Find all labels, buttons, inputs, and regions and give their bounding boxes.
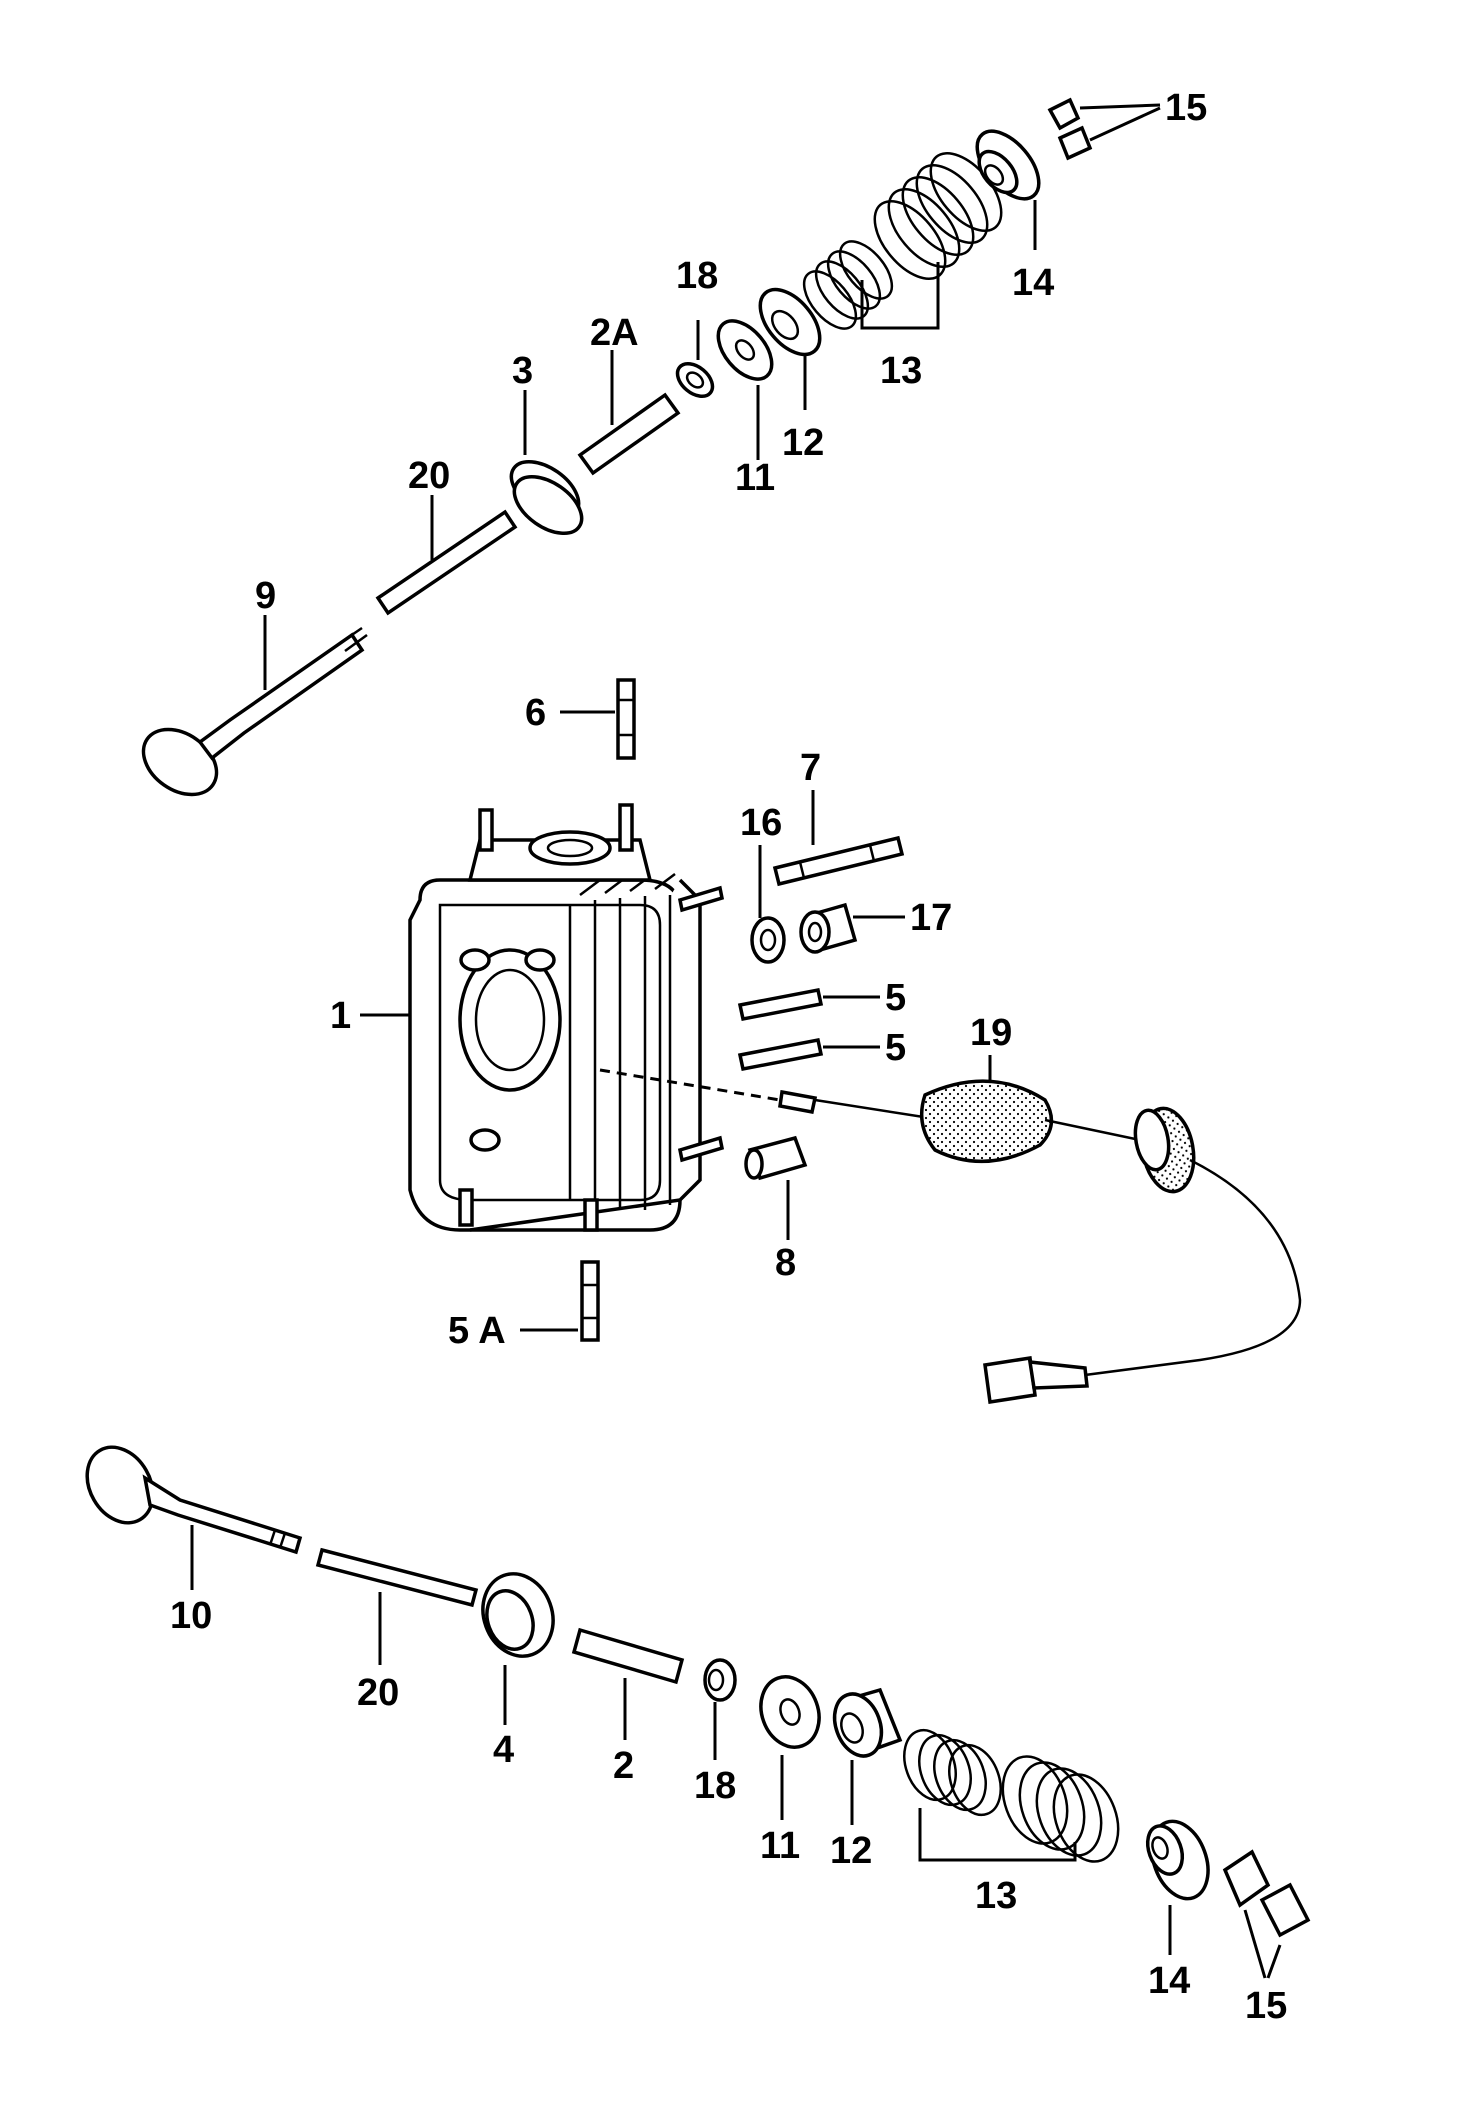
- washer-part-11-bottom: [759, 1675, 821, 1749]
- valve-guide-part-20-top: [375, 509, 518, 616]
- stud-part-5A: [580, 1260, 600, 1342]
- cylinder-head-part-1: [408, 803, 725, 1232]
- callout-14-top: 14: [1012, 262, 1054, 304]
- washer-part-12-top: [758, 287, 822, 357]
- callout-16: 16: [740, 802, 782, 844]
- callout-18-top: 18: [676, 255, 718, 297]
- callout-6: 6: [525, 692, 546, 734]
- bushing-part-17: [799, 902, 858, 954]
- callout-2A: 2A: [590, 312, 639, 354]
- ring-part-3: [509, 459, 584, 536]
- valve-part-10: [85, 1445, 303, 1555]
- callout-15-top: 15: [1165, 87, 1207, 129]
- callout-2: 2: [613, 1745, 634, 1787]
- retainer-part-14-bottom: [1145, 1819, 1210, 1901]
- valve-part-9: [141, 626, 368, 797]
- keepers-part-15-bottom: [1222, 1849, 1311, 1938]
- leader-lines: [190, 103, 1282, 1979]
- callout-7: 7: [800, 747, 821, 789]
- callout-11-top: 11: [735, 457, 775, 499]
- guide-part-2A: [577, 392, 681, 476]
- callout-15-bottom: 15: [1245, 1985, 1287, 2027]
- callout-1: 1: [330, 995, 351, 1037]
- washer-part-12-bottom: [832, 1687, 903, 1758]
- callout-11-bottom: 11: [760, 1825, 800, 1867]
- stud-part-5-b: [737, 1037, 824, 1072]
- callout-5-a: 5: [885, 977, 906, 1019]
- callout-12-bottom: 12: [830, 1830, 872, 1872]
- seal-part-18-top: [675, 361, 715, 399]
- callout-5A: 5 A: [448, 1310, 506, 1352]
- callout-18-bottom: 18: [694, 1765, 736, 1807]
- callout-17: 17: [910, 897, 952, 939]
- callout-5-b: 5: [885, 1027, 906, 1069]
- retainer-part-14-top: [975, 129, 1041, 201]
- spring-part-13-bottom: [903, 1728, 1120, 1863]
- bolt-part-7: [772, 835, 905, 887]
- callout-9: 9: [255, 575, 276, 617]
- callout-12-top: 12: [782, 422, 824, 464]
- callout-8: 8: [775, 1242, 796, 1284]
- seal-part-18-bottom: [703, 1658, 737, 1702]
- callout-14-bottom: 14: [1148, 1960, 1190, 2002]
- callout-19: 19: [970, 1012, 1012, 1054]
- stud-part-5-a: [737, 987, 824, 1022]
- callout-20-top: 20: [408, 455, 450, 497]
- callout-4: 4: [493, 1729, 514, 1771]
- callout-3: 3: [512, 350, 533, 392]
- spring-part-13-top: [802, 152, 1003, 330]
- plug-part-8: [744, 1135, 808, 1181]
- washer-part-11-top: [716, 319, 774, 381]
- top-valve-assembly: [141, 97, 1093, 797]
- callout-labels: 15 14 13 12 11 18 2A 3 20 9 6 7 16 17 5 …: [170, 87, 1287, 2027]
- valve-guide-part-20-bottom: [315, 1547, 479, 1608]
- guide-part-2: [571, 1627, 685, 1685]
- stud-part-6: [616, 678, 636, 760]
- bottom-valve-assembly: [85, 1445, 1311, 1938]
- washer-part-16: [750, 916, 786, 964]
- ring-part-4: [481, 1572, 555, 1658]
- callout-13-top: 13: [880, 350, 922, 392]
- callout-13-bottom: 13: [975, 1875, 1017, 1917]
- callout-10: 10: [170, 1595, 212, 1637]
- sensor-part-19: [599, 1068, 1302, 1405]
- keepers-part-15-top: [1047, 97, 1093, 161]
- callout-20-bottom: 20: [357, 1672, 399, 1714]
